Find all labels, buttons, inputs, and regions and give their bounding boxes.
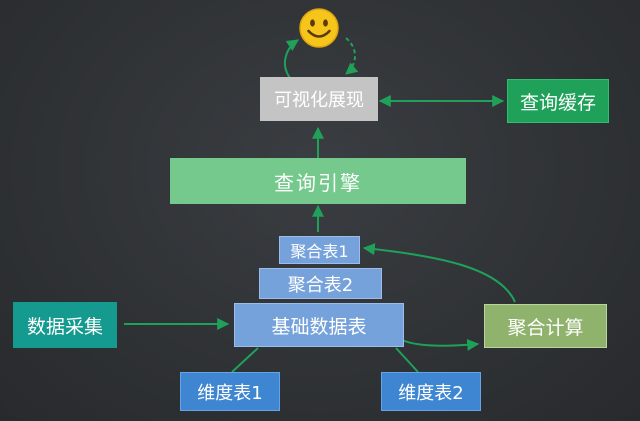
- node-cache: 查询缓存: [507, 79, 609, 123]
- arrow-user-to-visual: [345, 37, 359, 75]
- arrow-visual-to-user: [283, 39, 299, 79]
- link-dim2-base: [395, 347, 419, 373]
- node-dim1: 维度表1: [180, 372, 280, 411]
- link-dim1-base: [231, 347, 259, 373]
- node-agg2: 聚合表2: [259, 268, 382, 299]
- smiley-face-icon: [299, 8, 339, 48]
- node-agg1: 聚合表1: [279, 236, 360, 264]
- arrow-base-to-compute: [401, 338, 480, 351]
- arrow-compute-to-agg1: [362, 243, 516, 303]
- node-engine: 查询引擎: [170, 158, 466, 204]
- node-compute: 聚合计算: [484, 304, 607, 348]
- node-collect: 数据采集: [13, 302, 117, 348]
- node-base: 基础数据表: [234, 303, 404, 347]
- node-visual: 可视化展现: [260, 77, 378, 121]
- node-dim2: 维度表2: [381, 372, 481, 411]
